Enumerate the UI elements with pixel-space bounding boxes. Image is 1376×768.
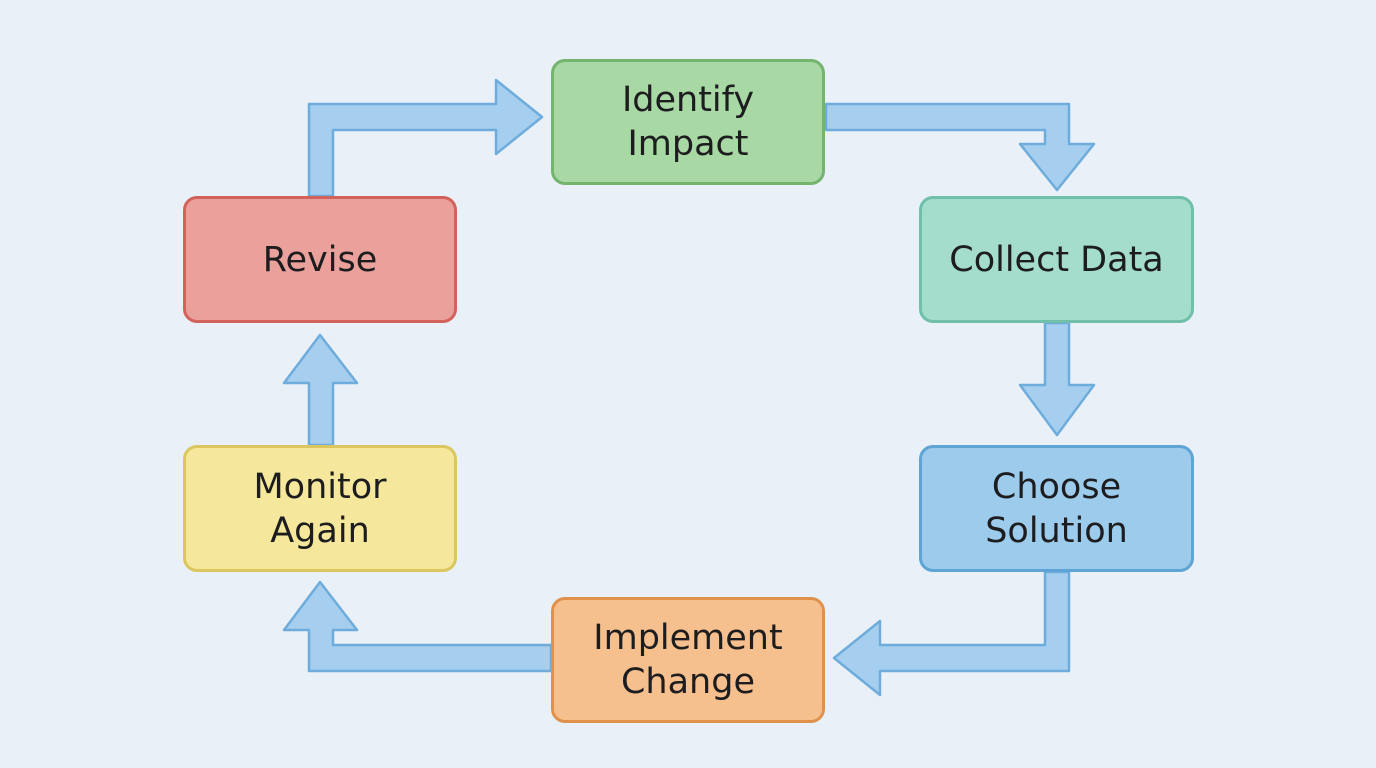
step-implement-change: Implement Change	[551, 597, 825, 723]
step-choose-solution: Choose Solution	[919, 445, 1194, 572]
arrow-identify-to-collect	[824, 102, 1096, 192]
step-label: Revise	[262, 239, 378, 280]
step-label: Choose Solution	[985, 466, 1128, 551]
step-label: Implement Change	[593, 618, 783, 702]
step-identify-impact: Identify Impact	[551, 59, 825, 185]
step-label: Collect Data	[949, 239, 1164, 280]
arrow-revise-to-identify	[307, 78, 544, 198]
arrow-choose-to-implement	[832, 570, 1071, 697]
step-monitor-again: Monitor Again	[183, 445, 457, 572]
step-revise: Revise	[183, 196, 457, 323]
arrow-monitor-to-revise	[282, 333, 359, 447]
step-label: Identify Impact	[621, 80, 755, 164]
arrow-implement-to-monitor	[282, 580, 553, 673]
arrow-collect-to-choose	[1018, 321, 1096, 437]
step-label: Monitor Again	[253, 466, 387, 551]
step-collect-data: Collect Data	[919, 196, 1194, 323]
